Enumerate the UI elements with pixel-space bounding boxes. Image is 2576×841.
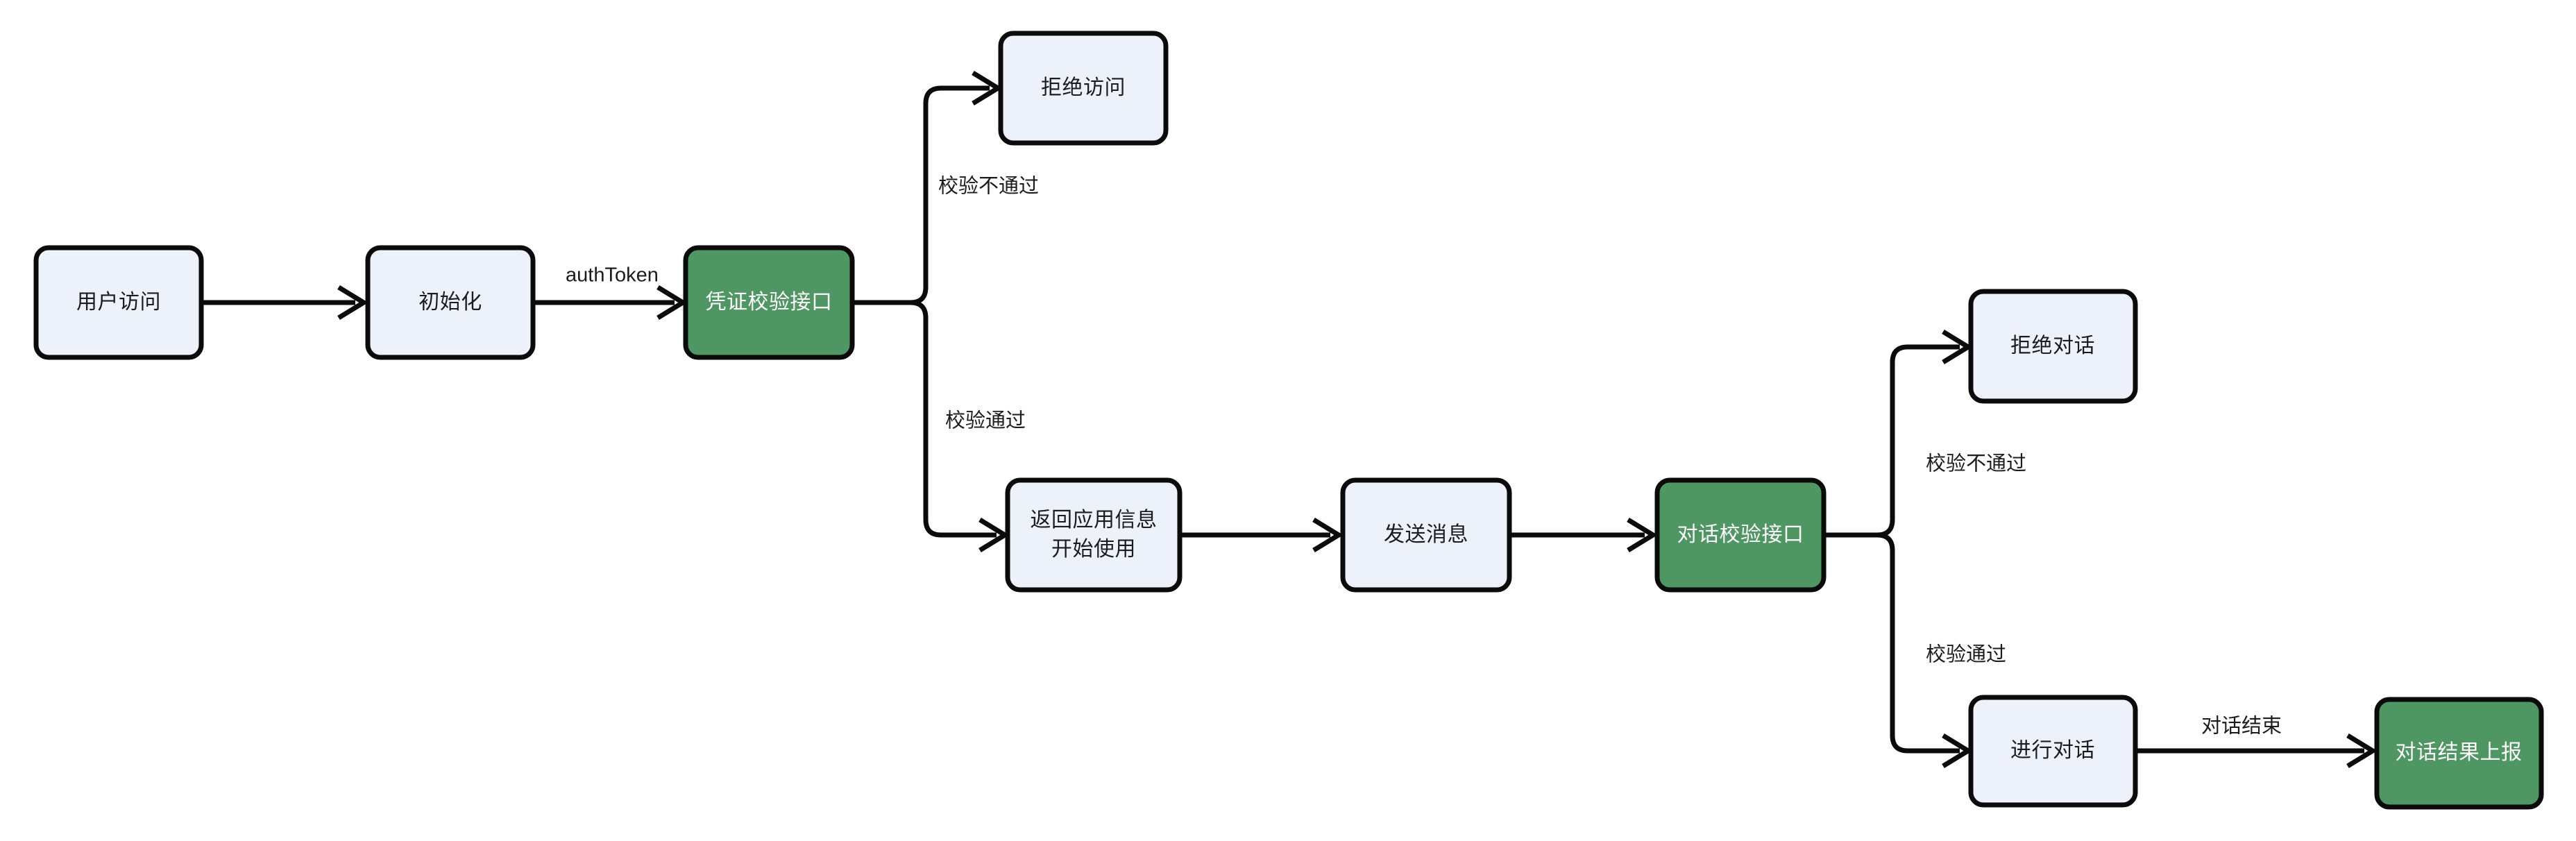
node-label: 拒绝对话 [2010,334,2095,357]
node-layer: 用户访问 初始化 凭证校验接口 拒绝访问 返回应用信息 开始使用 [33,31,2544,810]
node-shape[interactable] [1654,477,1827,593]
node-shape[interactable] [1005,477,1183,593]
edge-line [910,300,997,538]
node-shape[interactable] [365,245,536,360]
arrow-head-icon [1312,518,1344,552]
node-do-chat[interactable]: 进行对话 [1968,695,2138,808]
arrow-head-icon [2346,733,2378,768]
node-label: 对话校验接口 [1677,523,1804,546]
node-label: 凭证校验接口 [706,291,833,314]
node-shape[interactable] [2374,697,2544,810]
arrow-head-icon [337,285,368,320]
arrow-head-icon [978,518,1010,552]
node-label-line-2: 开始使用 [1051,538,1136,561]
edge-line [910,85,990,305]
edge-label-verify-passed-1: 校验通过 [945,409,1026,432]
edge-user-access-to-init [203,285,368,320]
node-user-access[interactable]: 用户访问 [33,245,204,360]
node-init[interactable]: 初始化 [365,245,536,360]
node-shape[interactable] [683,245,855,360]
edge-init-to-cred-verify: authToken [534,264,688,320]
node-return-app-info[interactable]: 返回应用信息 开始使用 [1005,477,1183,593]
node-deny-access[interactable]: 拒绝访问 [998,31,1169,146]
node-deny-chat[interactable]: 拒绝对话 [1968,289,2138,404]
edge-label-verify-failed-1: 校验不通过 [938,175,1039,198]
arrow-head-icon [1942,330,1973,364]
node-report-result[interactable]: 对话结果上报 [2374,697,2544,810]
edge-send-message-to-chat-verify [1511,518,1658,552]
arrow-head-icon [1942,733,1973,768]
node-shape[interactable] [33,245,204,360]
edge-chat-verify-to-deny-chat: 校验不通过 [1876,330,2026,538]
edge-return-app-info-to-send-message [1181,518,1344,552]
arrow-head-icon [972,71,1003,105]
edge-chat-verify-to-do-chat: 校验通过 [1876,532,2006,768]
arrow-head-icon [656,285,688,320]
edge-label-verify-passed-2: 校验通过 [1926,643,2006,666]
node-label: 对话结果上报 [2396,741,2523,764]
node-shape[interactable] [1340,477,1512,593]
node-label: 进行对话 [2010,739,2095,762]
edge-label-authtoken: authToken [566,264,659,287]
edge-cred-verify-to-return-app-info: 校验通过 [910,300,1026,552]
node-shape[interactable] [998,31,1169,146]
arrow-head-icon [1627,518,1658,552]
edge-cred-verify-to-deny-access: 校验不通过 [910,71,1039,305]
edge-layer: authToken 校验不通过 校验通过 [203,71,2378,768]
edge-label-chat-ended: 对话结束 [2201,715,2282,738]
node-label-line-1: 返回应用信息 [1031,509,1158,532]
node-shape[interactable] [1968,695,2138,808]
node-shape[interactable] [1968,289,2138,404]
edge-line [1876,532,1960,754]
node-label: 拒绝访问 [1041,76,1126,99]
node-chat-verify-api[interactable]: 对话校验接口 [1654,477,1827,593]
edge-line [1876,344,1960,538]
node-label: 发送消息 [1384,523,1468,546]
node-label: 初始化 [418,291,482,314]
edge-do-chat-to-report-result: 对话结束 [2137,715,2378,768]
node-label: 用户访问 [76,291,161,314]
node-cred-verify-api[interactable]: 凭证校验接口 [683,245,855,360]
node-send-message[interactable]: 发送消息 [1340,477,1512,593]
edge-label-verify-failed-2: 校验不通过 [1926,452,2026,475]
